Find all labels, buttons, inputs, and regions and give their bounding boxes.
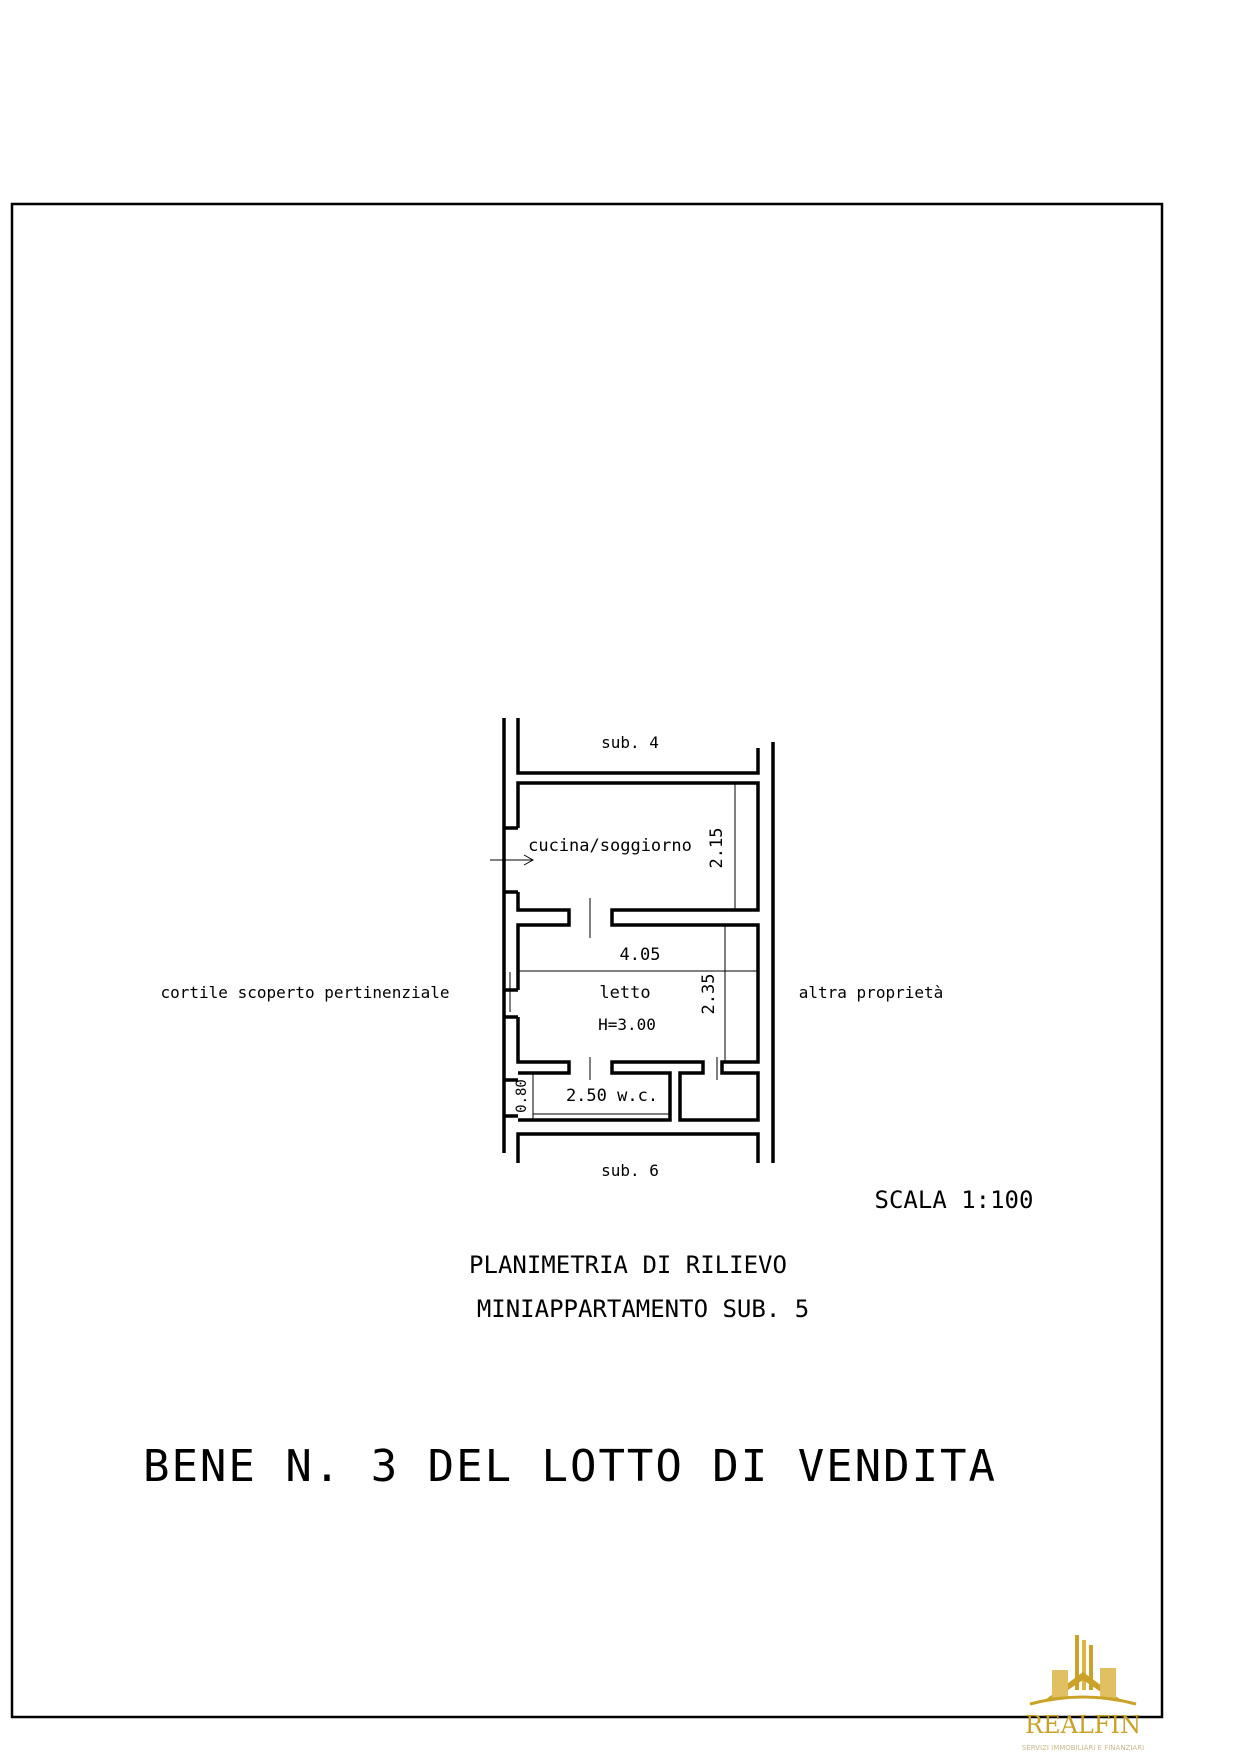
dimension-wc-depth: 0.80 [514, 1079, 530, 1113]
logo-wordmark: REALFIN [1025, 1711, 1141, 1739]
main-title: BENE N. 3 DEL LOTTO DI VENDITA [143, 1441, 995, 1492]
neighbor-top-label: sub. 4 [601, 733, 659, 752]
left-wall-segment-2 [516, 1017, 571, 1075]
dimension-width: 4.05 [620, 945, 661, 965]
title-line-1: PLANIMETRIA DI RILIEVO [469, 1251, 787, 1279]
left-side-label: cortile scoperto pertinenziale [161, 983, 450, 1002]
walls [502, 718, 775, 1163]
room-label-kitchen: cucina/soggiorno [528, 836, 692, 856]
neighbor-bottom-label: sub. 6 [601, 1161, 659, 1180]
room-label-bedroom: letto [599, 983, 650, 1003]
drawing-frame [10, 202, 1164, 1719]
realfin-logo: REALFIN SERVIZI IMMOBILIARI E FINANZIARI [1022, 1635, 1144, 1752]
ceiling-height-label: H=3.00 [598, 1015, 656, 1034]
dimension-kitchen-depth: 2.15 [707, 828, 727, 869]
logo-tagline: SERVIZI IMMOBILIARI E FINANZIARI [1022, 1744, 1144, 1752]
doors-and-dimensions [490, 783, 758, 1120]
dimension-bedroom-depth: 2.35 [699, 974, 719, 1015]
title-line-2: MINIAPPARTAMENTO SUB. 5 [477, 1295, 809, 1323]
room-label-wc: 2.50 w.c. [566, 1086, 658, 1106]
entrance-arrow-head [523, 854, 535, 866]
right-side-label: altra proprietà [799, 983, 944, 1002]
scale-label: SCALA 1:100 [875, 1186, 1034, 1214]
top-wall [516, 718, 760, 775]
left-wall-segment [516, 892, 571, 990]
bottom-wall [516, 1132, 760, 1163]
interior-walls [516, 781, 760, 1122]
